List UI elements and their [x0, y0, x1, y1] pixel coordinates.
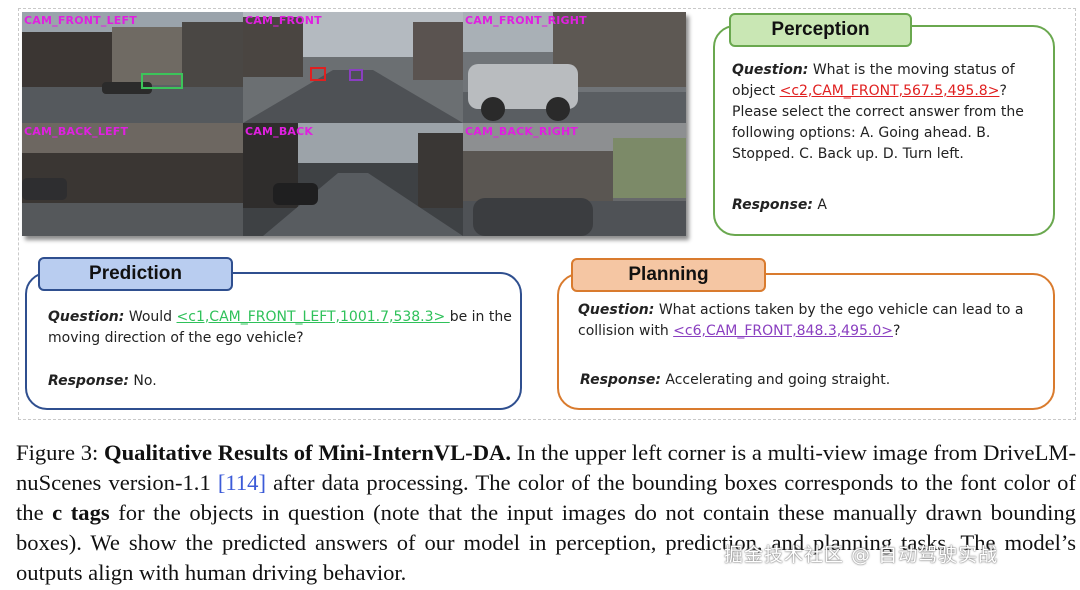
- planning-question: Question: What actions taken by the ego …: [578, 300, 1048, 342]
- camera-view-back-left: CAM_BACK_LEFT: [22, 123, 243, 236]
- prediction-question: Question: Would <c1,CAM_FRONT_LEFT,1001.…: [48, 307, 513, 349]
- response-label: Response:: [48, 373, 129, 389]
- figure-caption: Figure 3: Qualitative Results of Mini-In…: [16, 438, 1076, 588]
- camera-label: CAM_FRONT: [245, 14, 322, 27]
- back-left-scene: [22, 123, 243, 236]
- camera-view-front-right: CAM_FRONT_RIGHT: [463, 12, 686, 123]
- planning-response: Response: Accelerating and going straigh…: [580, 370, 1050, 391]
- figure-frame: [18, 8, 1076, 420]
- question-text: What is the moving status of object: [732, 62, 1015, 99]
- question-text-rest: be in the moving direction of the ego ve…: [48, 309, 512, 346]
- response-text: A: [812, 197, 827, 213]
- response-text: No.: [128, 373, 157, 389]
- front-scene: [243, 12, 463, 123]
- camera-label: CAM_BACK: [245, 125, 314, 138]
- camera-view-back: CAM_BACK: [243, 123, 463, 236]
- multiview-image: CAM_FRONT_LEFT CAM_FRONT CAM_FRONT_RIGHT: [22, 12, 686, 236]
- back-scene: [243, 123, 463, 236]
- camera-view-front: CAM_FRONT: [243, 12, 463, 123]
- perception-card: [713, 25, 1055, 236]
- prediction-response: Response: No.: [48, 371, 513, 392]
- prediction-title: Prediction: [38, 257, 233, 291]
- camera-label: CAM_FRONT_RIGHT: [465, 14, 587, 27]
- caption-bold-tags: c tags: [52, 500, 110, 525]
- response-label: Response:: [732, 197, 813, 213]
- caption-text: In the upper left corner is a multi-view…: [16, 440, 1076, 495]
- front-right-scene: [463, 12, 686, 123]
- object-tag: <c2,CAM_FRONT,567.5,495.8>: [779, 83, 1000, 99]
- front-left-scene: [22, 12, 243, 123]
- question-label: Question:: [48, 309, 125, 325]
- object-tag: <c1,CAM_FRONT_LEFT,1001.7,538.3>: [176, 309, 450, 325]
- planning-card: [557, 273, 1055, 410]
- perception-question: Question: What is the moving status of o…: [732, 60, 1038, 165]
- camera-label: CAM_BACK_RIGHT: [465, 125, 579, 138]
- back-right-scene: [463, 123, 686, 236]
- camera-view-back-right: CAM_BACK_RIGHT: [463, 123, 686, 236]
- figure-label: Figure 3:: [16, 440, 105, 465]
- planning-title: Planning: [571, 258, 766, 292]
- object-tag: <c6,CAM_FRONT,848.3,495.0>: [673, 323, 893, 339]
- perception-title: Perception: [729, 13, 912, 47]
- response-text: Accelerating and going straight.: [660, 372, 891, 388]
- perception-response: Response: A: [732, 195, 1038, 216]
- camera-view-front-left: CAM_FRONT_LEFT: [22, 12, 243, 123]
- question-label: Question:: [578, 302, 655, 318]
- question-text: Would: [124, 309, 177, 325]
- camera-label: CAM_BACK_LEFT: [24, 125, 129, 138]
- citation-link[interactable]: [114]: [217, 470, 266, 495]
- response-label: Response:: [580, 372, 661, 388]
- caption-title: Qualitative Results of Mini-InternVL-DA.: [104, 440, 511, 465]
- caption-text: for the objects in question (note that t…: [16, 500, 1076, 585]
- camera-label: CAM_FRONT_LEFT: [24, 14, 137, 27]
- caption-text: after data processing. The color of the …: [16, 470, 1076, 525]
- watermark: 掘金技术社区 @ 自动驾驶实战: [724, 544, 999, 566]
- question-text-rest: ? Please select the correct answer from …: [732, 83, 1024, 162]
- question-label: Question:: [732, 62, 809, 78]
- question-text: What actions taken by the ego vehicle ca…: [578, 302, 1024, 339]
- question-text-rest: ?: [893, 323, 901, 339]
- prediction-card: [25, 272, 522, 410]
